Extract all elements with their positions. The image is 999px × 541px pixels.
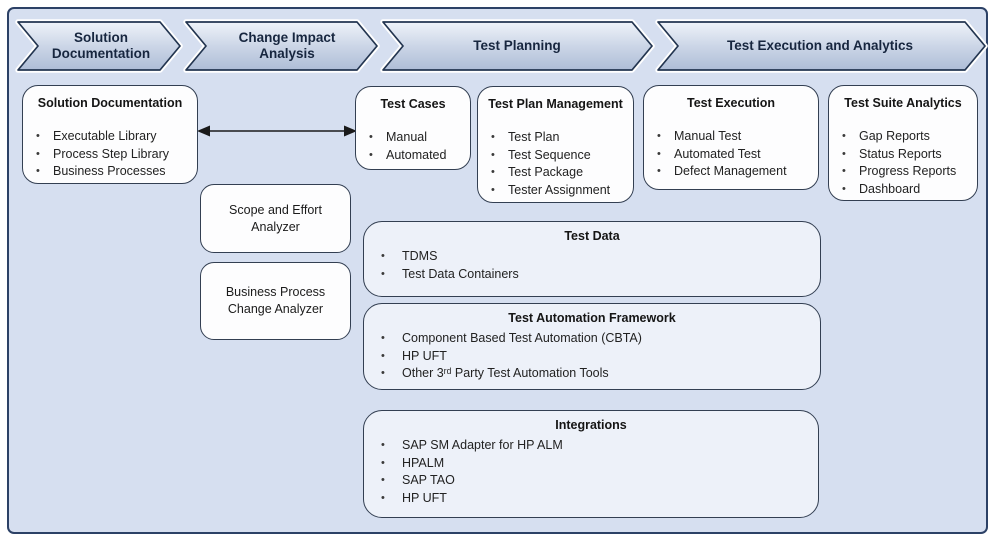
bullet-list: SAP SM Adapter for HP ALM HPALM SAP TAO … (364, 437, 818, 507)
box-title: Test Cases (380, 97, 446, 111)
list-item: Manual Test (644, 128, 818, 146)
list-item: Business Processes (23, 163, 197, 181)
chevron-label-change-impact-analysis: Change Impact Analysis (238, 29, 336, 62)
list-item: HP UFT (364, 348, 820, 366)
bullet-list: Executable Library Process Step Library … (23, 128, 197, 181)
box-title: Integrations (555, 418, 627, 432)
box-test-plan-management: Test Plan Management Test Plan Test Sequ… (477, 86, 634, 203)
list-item: Test Sequence (478, 147, 633, 165)
list-item: Process Step Library (23, 146, 197, 164)
list-item: Dashboard (829, 181, 977, 199)
chevron-label-test-planning: Test Planning (473, 37, 561, 53)
bidirectional-arrow (197, 125, 357, 137)
box-test-execution: Test Execution Manual Test Automated Tes… (643, 85, 819, 190)
bullet-list: Component Based Test Automation (CBTA) H… (364, 330, 820, 383)
list-item: Test Package (478, 164, 633, 182)
chevron-label-solution-documentation: Solution Documentation (51, 29, 151, 62)
list-item: Automated Test (644, 146, 818, 164)
chevron-shape-solution-documentation (15, 19, 183, 73)
list-item: HPALM (364, 455, 818, 473)
box-title: Test Suite Analytics (844, 96, 962, 110)
list-item: Other 3ʳᵈ Party Test Automation Tools (364, 365, 820, 383)
bullet-list: Manual Automated (356, 129, 470, 164)
box-title: Scope and Effort Analyzer (229, 202, 322, 234)
box-title: Test Execution (687, 96, 775, 110)
list-item: Automated (356, 147, 470, 165)
process-banner-graphic (15, 19, 988, 73)
list-item: HP UFT (364, 490, 818, 508)
chevron-label-test-execution-analytics: Test Execution and Analytics (726, 37, 914, 53)
box-title: Business Process Change Analyzer (225, 285, 326, 316)
box-title: Test Data (564, 229, 620, 243)
list-item: Test Plan (478, 129, 633, 147)
box-title: Solution Documentation (37, 96, 183, 110)
bullet-list: TDMS Test Data Containers (364, 248, 820, 283)
list-item: SAP SM Adapter for HP ALM (364, 437, 818, 455)
box-business-process-change-analyzer: Business Process Change Analyzer (200, 262, 351, 340)
list-item: TDMS (364, 248, 820, 266)
box-test-suite-analytics: Test Suite Analytics Gap Reports Status … (828, 85, 978, 201)
list-item: Component Based Test Automation (CBTA) (364, 330, 820, 348)
box-scope-and-effort-analyzer: Scope and Effort Analyzer (200, 184, 351, 253)
bullet-list: Manual Test Automated Test Defect Manage… (644, 128, 818, 181)
list-item: Executable Library (23, 128, 197, 146)
list-item: Manual (356, 129, 470, 147)
bullet-list: Test Plan Test Sequence Test Package Tes… (478, 129, 633, 199)
chevron-shape-test-execution-analytics (655, 19, 988, 73)
box-integrations: Integrations SAP SM Adapter for HP ALM H… (363, 410, 819, 518)
box-title: Test Plan Management (488, 97, 623, 111)
chevron-shape-change-impact-analysis (183, 19, 380, 73)
list-item: Test Data Containers (364, 266, 820, 284)
box-test-data: Test Data TDMS Test Data Containers (363, 221, 821, 297)
box-solution-documentation: Solution Documentation Executable Librar… (22, 85, 198, 184)
box-title: Test Automation Framework (508, 311, 676, 325)
box-test-cases: Test Cases Manual Automated (355, 86, 471, 170)
bullet-list: Gap Reports Status Reports Progress Repo… (829, 128, 977, 198)
list-item: Tester Assignment (478, 182, 633, 200)
list-item: Gap Reports (829, 128, 977, 146)
list-item: Progress Reports (829, 163, 977, 181)
box-test-automation-framework: Test Automation Framework Component Base… (363, 303, 821, 390)
chevron-shape-test-planning (380, 19, 655, 73)
list-item: Defect Management (644, 163, 818, 181)
list-item: SAP TAO (364, 472, 818, 490)
list-item: Status Reports (829, 146, 977, 164)
